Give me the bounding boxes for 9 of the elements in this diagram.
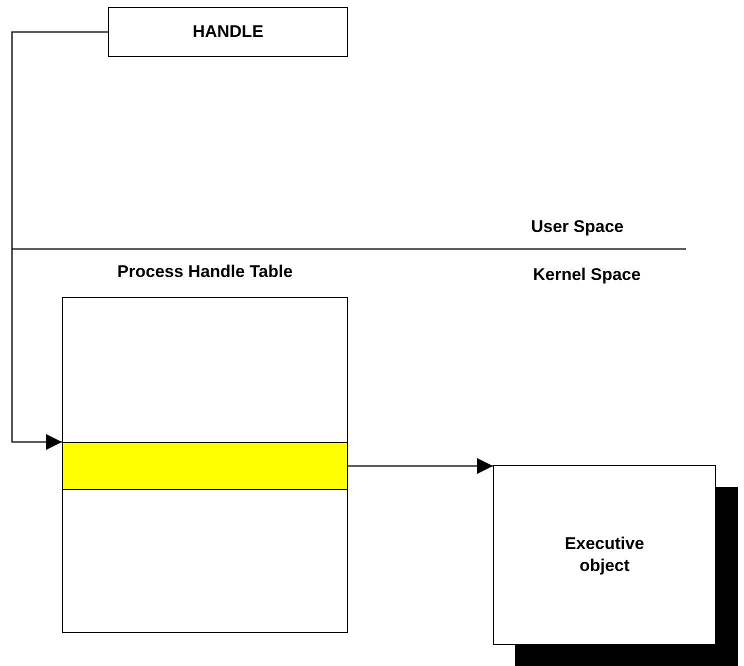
region-label: User Space [531,217,624,237]
arrow [348,458,493,474]
table-entry-bar [62,442,348,490]
table-heading: Process Handle Table [116,262,294,282]
region-label: Kernel Space [533,265,641,285]
arrow [11,31,108,450]
handle-box [108,7,348,57]
box-label: HANDLE [192,20,264,43]
box-label: Executive object [564,532,646,577]
